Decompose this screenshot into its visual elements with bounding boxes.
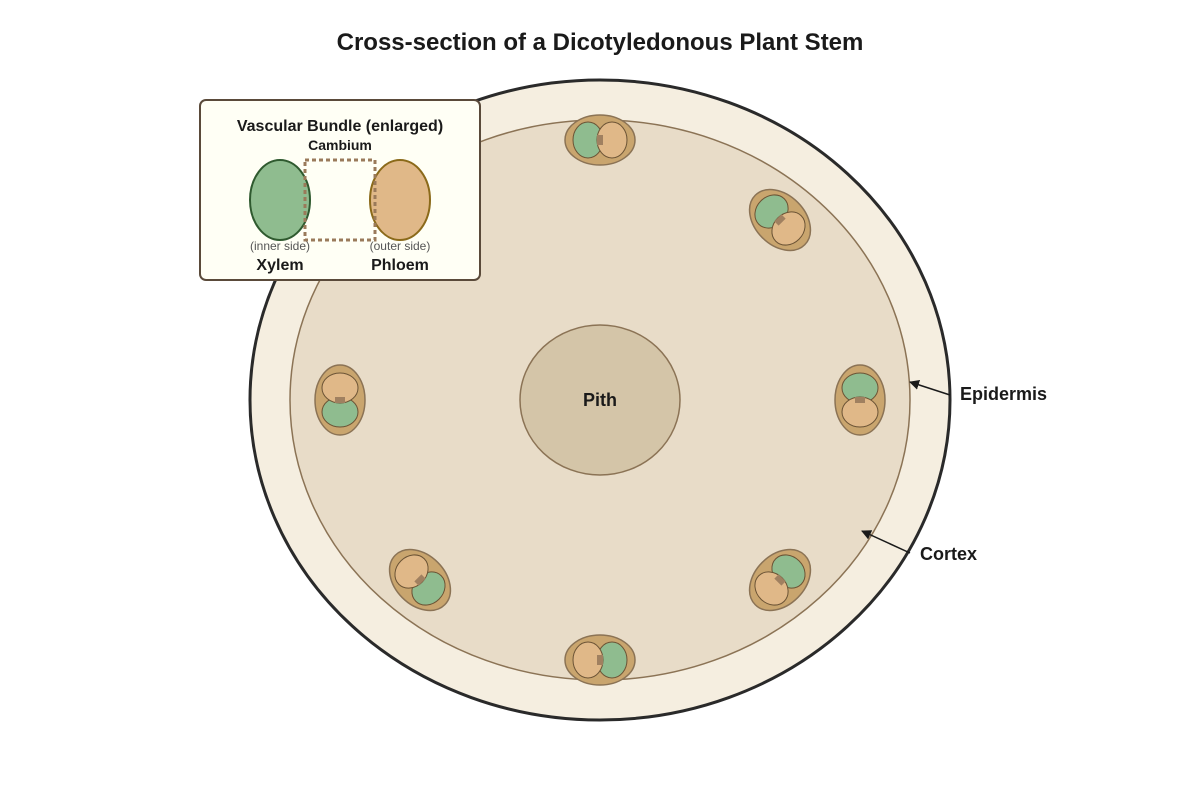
- cortex-label: Cortex: [920, 544, 977, 564]
- bundle-cambium: [414, 574, 426, 586]
- pith-region: [519, 324, 681, 476]
- phloem-side-label: (outer side): [370, 239, 431, 253]
- vascular-bundle: [314, 364, 366, 436]
- bundle-cambium: [597, 655, 603, 665]
- vascular-bundle: [564, 634, 636, 686]
- inset-cambium: [303, 158, 377, 242]
- xylem-label: Xylem: [256, 257, 303, 274]
- epidermis-arrow: [909, 380, 951, 396]
- bundle-cambium: [774, 574, 786, 586]
- vascular-bundle-inset: Vascular Bundle (enlarged) Cambium (inne…: [199, 99, 481, 281]
- diagram-title: Cross-section of a Dicotyledonous Plant …: [337, 29, 864, 56]
- bundle-cambium: [774, 214, 786, 226]
- inset-phloem: [369, 159, 431, 241]
- cortex-arrow: [861, 530, 911, 554]
- pith-label: Pith: [583, 390, 617, 410]
- inset-title: Vascular Bundle (enlarged): [237, 118, 443, 135]
- bundle-cambium: [855, 397, 865, 403]
- bundle-cambium: [597, 135, 603, 145]
- epidermis-label: Epidermis: [960, 384, 1047, 404]
- bundle-cambium: [335, 397, 345, 403]
- xylem-side-label: (inner side): [250, 239, 310, 253]
- cambium-label: Cambium: [308, 137, 372, 153]
- vascular-bundle: [564, 114, 636, 166]
- phloem-label: Phloem: [371, 257, 429, 274]
- vascular-bundle: [748, 188, 812, 252]
- vascular-bundle: [388, 548, 452, 612]
- vascular-bundle: [748, 548, 812, 612]
- vascular-bundle: [834, 364, 886, 436]
- inset-xylem: [249, 159, 311, 241]
